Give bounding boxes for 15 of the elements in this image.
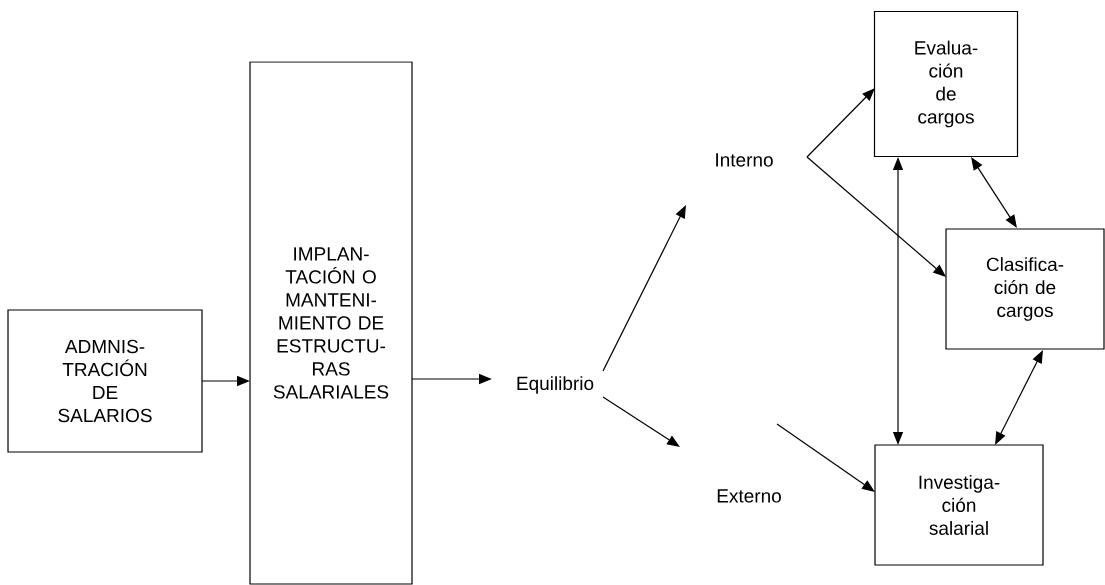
arrow [806, 88, 875, 158]
process-box: ADMNIS- TRACIÓN DE SALARIOS [7, 309, 203, 453]
double-arrow [995, 350, 1043, 445]
arrow [602, 396, 680, 447]
process-box: Clasifica- ción de cargos [945, 228, 1105, 350]
flow-text: Equilibrio [517, 376, 594, 394]
process-box: IMPLAN- TACIÓN O MANTENI- MIENTO DE ESTRUCTU- RAS SALARIALES [249, 61, 413, 585]
process-box: Investiga- ción salarial [874, 444, 1044, 566]
double-arrow [971, 157, 1017, 228]
process-box: Evalua- ción de cargos [873, 10, 1019, 158]
arrow [602, 205, 686, 372]
flow-text: Interno [716, 153, 773, 167]
arrow [776, 423, 875, 492]
flow-text: Externo [717, 489, 781, 503]
arrow [806, 156, 946, 277]
